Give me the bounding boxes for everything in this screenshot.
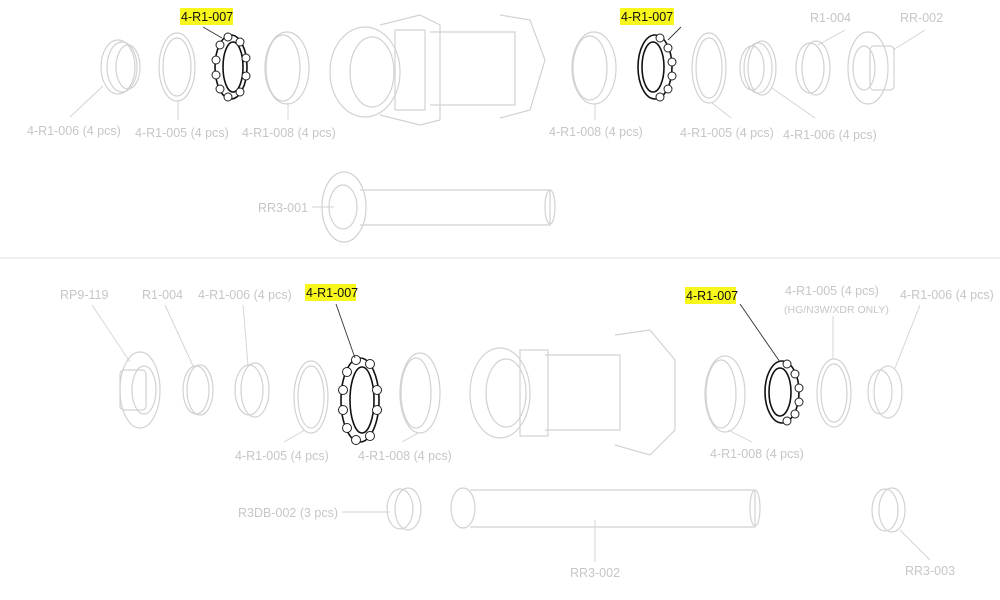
label-r3db-002: R3DB-002 (3 pcs) xyxy=(238,506,338,520)
part-4-r1-008-bottom-right xyxy=(704,355,746,433)
part-4-r1-006-top-right xyxy=(739,40,777,96)
label-rp9-119: RP9-119 xyxy=(60,288,108,302)
label-4-r1-005: 4-R1-005 (4 pcs) xyxy=(785,284,879,298)
part-4-r1-005-top-right xyxy=(691,32,727,104)
label-bearing-bottom-right[interactable]: 4-R1-007 xyxy=(686,289,738,303)
label-hg-n3w-xdr-only: (HG/N3W/XDR ONLY) xyxy=(784,304,889,316)
part-rr3-003 xyxy=(871,487,906,533)
label-r1-004: R1-004 xyxy=(142,288,183,302)
part-4-r1-006-bottom-left xyxy=(234,362,270,418)
axle-rr3-001 xyxy=(321,171,556,243)
label-4-r1-006: 4-R1-006 (4 pcs) xyxy=(783,128,877,142)
part-r1-004-top xyxy=(795,40,831,96)
bearing-bottom-right xyxy=(764,359,804,426)
label-4-r1-006: 4-R1-006 (4 pcs) xyxy=(900,288,994,302)
part-4-r1-006-bottom-right xyxy=(867,365,903,419)
label-r1-004: R1-004 xyxy=(810,11,851,25)
label-4-r1-006: 4-R1-006 (4 pcs) xyxy=(27,124,121,138)
part-4-r1-005-bottom-left xyxy=(293,360,329,434)
bearing-top-right xyxy=(637,33,677,102)
label-4-r1-006: 4-R1-006 (4 pcs) xyxy=(198,288,292,302)
label-4-r1-008: 4-R1-008 (4 pcs) xyxy=(242,126,336,140)
label-rr3-002: RR3-002 xyxy=(570,566,620,580)
label-4-r1-005: 4-R1-005 (4 pcs) xyxy=(235,449,329,463)
bottom-diagram: 4-R1-007 4-R1-007 RP9-119 R1-004 4-R1-00… xyxy=(60,284,994,580)
label-bearing-top-left[interactable]: 4-R1-007 xyxy=(181,10,233,24)
label-4-r1-008: 4-R1-008 (4 pcs) xyxy=(358,449,452,463)
highlight-marker xyxy=(180,8,233,25)
part-r1-004-bottom xyxy=(182,364,214,416)
bearing-top-left xyxy=(211,32,251,102)
hub-shell-top xyxy=(329,14,546,126)
part-4-r1-006-top-left xyxy=(100,39,141,95)
top-diagram: 4-R1-007 4-R1-007 4-R1-006 (4 pcs) 4-R1-… xyxy=(27,8,943,243)
highlight-marker xyxy=(305,284,356,301)
part-4-r1-008-top-right xyxy=(571,31,617,105)
part-4-r1-005-bottom-right xyxy=(816,358,852,428)
label-4-r1-005: 4-R1-005 (4 pcs) xyxy=(135,126,229,140)
part-4-r1-005-top-left xyxy=(158,32,196,102)
highlight-marker xyxy=(685,287,736,304)
label-4-r1-005: 4-R1-005 (4 pcs) xyxy=(680,126,774,140)
hub-shell-bottom xyxy=(469,329,676,456)
highlight-marker xyxy=(620,8,674,25)
label-bearing-bottom-left[interactable]: 4-R1-007 xyxy=(306,286,358,300)
label-bearing-top-right[interactable]: 4-R1-007 xyxy=(621,10,673,24)
part-4-r1-008-top-left xyxy=(264,31,310,105)
label-4-r1-008: 4-R1-008 (4 pcs) xyxy=(549,125,643,139)
label-rr3-001: RR3-001 xyxy=(258,201,308,215)
bearing-bottom-left xyxy=(338,355,382,445)
part-rr-002-top xyxy=(847,31,895,105)
label-rr3-003: RR3-003 xyxy=(905,564,955,578)
label-4-r1-008: 4-R1-008 (4 pcs) xyxy=(710,447,804,461)
axle-rr3-002 xyxy=(450,487,761,529)
part-r3db-002 xyxy=(386,487,422,531)
label-rr-002: RR-002 xyxy=(900,11,943,25)
part-rp9-119 xyxy=(119,351,161,429)
part-4-r1-008-bottom-left xyxy=(399,352,441,434)
